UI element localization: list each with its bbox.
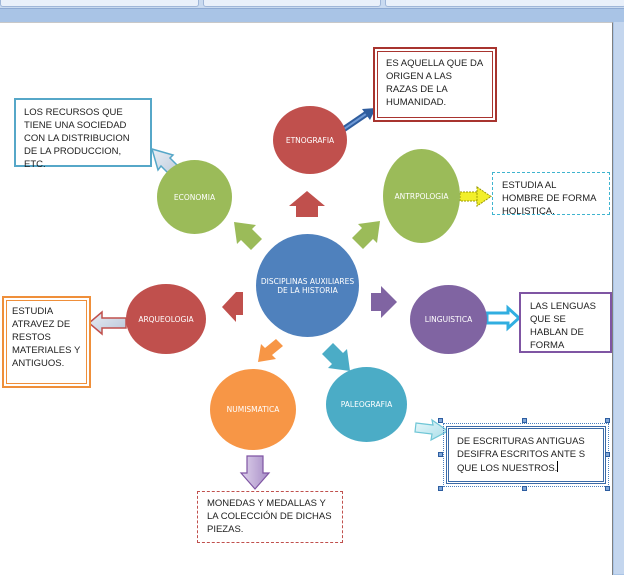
box-paleografia-selected[interactable]: DE ESCRITURAS ANTIGUAS DESIFRA ESCRITOS … bbox=[443, 423, 609, 487]
resize-handle[interactable] bbox=[522, 418, 527, 423]
resize-handle[interactable] bbox=[605, 418, 610, 423]
node-antropologia[interactable]: ANTRPOLOGIA bbox=[383, 149, 460, 243]
box-economia[interactable]: LOS RECURSOS QUE TIENE UNA SOCIEDAD CON … bbox=[14, 98, 152, 170]
node-economia[interactable]: ECONOMIA bbox=[157, 160, 232, 234]
box-paleografia-text: DE ESCRITURAS ANTIGUAS DESIFRA ESCRITOS … bbox=[457, 436, 586, 474]
node-etnografia[interactable]: ETNOGRAFIA bbox=[273, 106, 347, 174]
window-tab[interactable] bbox=[385, 0, 624, 7]
vertical-scrollbar[interactable] bbox=[614, 22, 624, 574]
resize-handle[interactable] bbox=[605, 486, 610, 491]
resize-handle[interactable] bbox=[522, 486, 527, 491]
arrow-paleografia-to-box bbox=[414, 418, 450, 442]
arrow-center-to-linguistica bbox=[371, 286, 397, 318]
arrow-center-to-etnografia bbox=[289, 191, 325, 217]
arrow-linguistica-to-box bbox=[485, 304, 522, 332]
window-tab-strip bbox=[0, 0, 624, 9]
box-linguistica[interactable]: LAS LENGUAS QUE SE HABLAN DE FORMA bbox=[519, 292, 612, 353]
arrow-center-to-numismatica bbox=[258, 339, 283, 362]
arrow-center-to-economia bbox=[234, 222, 262, 250]
box-etnografia[interactable]: ES AQUELLA QUE DA ORIGEN A LAS RAZAS DE … bbox=[373, 47, 497, 122]
arrow-arqueologia-to-box bbox=[87, 310, 127, 336]
box-antropologia-text: ESTUDIA AL HOMBRE DE FORMA HOLISTICA. bbox=[502, 180, 596, 217]
box-antropologia[interactable]: ESTUDIA AL HOMBRE DE FORMA HOLISTICA. bbox=[492, 172, 610, 217]
center-node[interactable]: DISCIPLINAS AUXILIARES DE LA HISTORIA bbox=[256, 234, 359, 337]
node-paleografia[interactable]: PALEOGRAFIA bbox=[326, 367, 407, 442]
box-arqueologia-text: ESTUDIA ATRAVEZ DE RESTOS MATERIALES Y A… bbox=[12, 306, 81, 369]
arrow-center-to-paleografia bbox=[322, 343, 350, 371]
text-cursor bbox=[557, 461, 559, 472]
node-arqueologia[interactable]: ARQUEOLOGIA bbox=[126, 284, 206, 354]
arrow-antropologia-to-box bbox=[459, 186, 492, 207]
arrow-center-to-arqueologia bbox=[222, 292, 243, 322]
box-numismatica[interactable]: MONEDAS Y MEDALLAS Y LA COLECCIÓN DE DIC… bbox=[197, 491, 343, 543]
box-etnografia-text: ES AQUELLA QUE DA ORIGEN A LAS RAZAS DE … bbox=[386, 58, 483, 108]
box-linguistica-text: LAS LENGUAS QUE SE HABLAN DE FORMA bbox=[530, 301, 596, 351]
resize-handle[interactable] bbox=[605, 452, 610, 457]
resize-handle[interactable] bbox=[438, 452, 443, 457]
arrow-center-to-antropologia bbox=[352, 221, 380, 249]
box-economia-text: LOS RECURSOS QUE TIENE UNA SOCIEDAD CON … bbox=[24, 107, 130, 170]
arrow-numismatica-to-box bbox=[239, 455, 271, 490]
window-tab[interactable] bbox=[203, 0, 381, 7]
node-numismatica[interactable]: NUMISMATICA bbox=[210, 369, 296, 450]
window-tab[interactable] bbox=[0, 0, 199, 7]
resize-handle[interactable] bbox=[438, 486, 443, 491]
arrow-etnografia-to-box bbox=[342, 108, 376, 132]
resize-handle[interactable] bbox=[438, 418, 443, 423]
box-arqueologia[interactable]: ESTUDIA ATRAVEZ DE RESTOS MATERIALES Y A… bbox=[2, 296, 91, 388]
box-numismatica-text: MONEDAS Y MEDALLAS Y LA COLECCIÓN DE DIC… bbox=[207, 498, 332, 535]
node-linguistica[interactable]: LINGUISTICA bbox=[410, 285, 487, 354]
